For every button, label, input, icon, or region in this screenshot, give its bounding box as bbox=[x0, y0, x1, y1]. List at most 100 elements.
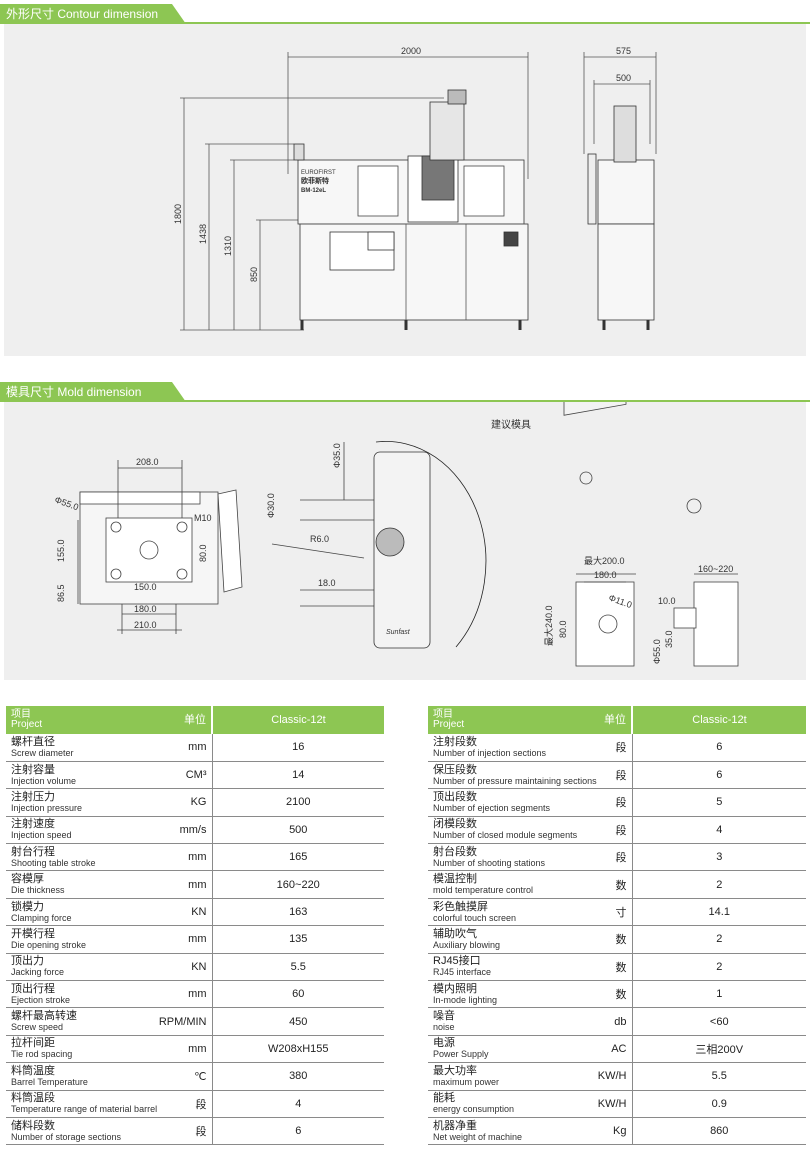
dim-height-1310: 1310 bbox=[223, 236, 233, 256]
param-name-en: colorful touch screen bbox=[433, 912, 517, 923]
param-value: 14.1 bbox=[631, 898, 806, 927]
param-value: <60 bbox=[631, 1007, 806, 1036]
dim-d55: Φ55.0 bbox=[53, 494, 80, 512]
param-unit: 数 bbox=[615, 989, 627, 1002]
param-unit: 段 bbox=[615, 797, 627, 810]
dim-width: 2000 bbox=[401, 46, 421, 56]
control-panel-logo: Sunfast bbox=[386, 629, 411, 636]
param-name-en: Number of storage sections bbox=[11, 1131, 122, 1142]
param-unit: 段 bbox=[615, 824, 627, 837]
param-unit: KW/H bbox=[597, 1070, 627, 1083]
suggest-mold-label: 建议模具 bbox=[491, 418, 531, 431]
param-unit: 数 bbox=[615, 961, 627, 974]
param-name-en: Injection pressure bbox=[11, 802, 83, 813]
param-unit: 段 bbox=[195, 1126, 207, 1139]
param-unit: mm bbox=[188, 933, 207, 946]
header-unit: 单位 bbox=[184, 714, 206, 726]
param-value: 1 bbox=[631, 980, 806, 1009]
param-name-zh: 机器净重 bbox=[433, 1119, 477, 1132]
param-unit: AC bbox=[611, 1042, 627, 1055]
param-value: 2100 bbox=[211, 788, 384, 817]
param-value: 4 bbox=[211, 1090, 384, 1118]
param-name-zh: 螺杆最高转速 bbox=[11, 1010, 77, 1023]
param-value: 0.9 bbox=[631, 1090, 806, 1118]
param-name-en: energy consumption bbox=[433, 1104, 515, 1115]
param-name-zh: 模内照明 bbox=[433, 982, 477, 995]
param-name-en: noise bbox=[433, 1022, 455, 1033]
param-name-zh: 能耗 bbox=[433, 1092, 455, 1105]
param-unit: Kg bbox=[613, 1125, 627, 1138]
param-name-en: Die thickness bbox=[11, 885, 65, 896]
param-name-en: Net weight of machine bbox=[433, 1131, 523, 1142]
param-unit: KW/H bbox=[597, 1097, 627, 1110]
param-name-en: Number of closed module segments bbox=[433, 830, 578, 841]
param-value: 450 bbox=[211, 1007, 384, 1036]
param-value: 860 bbox=[631, 1117, 806, 1146]
header-project-zh: 项目 bbox=[433, 709, 453, 720]
dim-max200: 最大200.0 bbox=[584, 555, 625, 566]
param-unit: mm bbox=[188, 878, 207, 891]
param-value: 6 bbox=[211, 1117, 384, 1146]
param-value: 160~220 bbox=[211, 870, 384, 899]
param-name-en: Ejection stroke bbox=[11, 994, 71, 1005]
dim-max240: 最大240.0 bbox=[543, 605, 554, 646]
header-project-zh: 项目 bbox=[11, 709, 31, 720]
param-name-zh: 料筒温度 bbox=[11, 1064, 55, 1077]
dim-h86: 86.5 bbox=[56, 584, 66, 602]
mold-drawing-panel: 建议模具 208.0 Φ55.0 M10 155.0 80.0 150.0 86… bbox=[4, 301, 806, 680]
contour-section-rule bbox=[0, 22, 810, 24]
contour-drawing-panel: 2000 575 500 1800 1438 1310 850 EUROFIRS… bbox=[4, 24, 806, 356]
param-value: 14 bbox=[211, 761, 384, 790]
param-name-zh: 顶出段数 bbox=[433, 790, 477, 803]
header-project-en: Project bbox=[11, 719, 43, 730]
param-value: 165 bbox=[211, 843, 384, 872]
param-name-zh: 彩色触摸屏 bbox=[433, 900, 488, 913]
dim-depth-outer: 575 bbox=[616, 46, 631, 56]
param-name-zh: 辅助吹气 bbox=[433, 927, 477, 940]
param-name-en: maximum power bbox=[433, 1076, 500, 1087]
param-value: 135 bbox=[211, 925, 384, 954]
param-value: 500 bbox=[211, 816, 384, 845]
dim-depth-inner: 500 bbox=[616, 73, 631, 83]
param-name-zh: 注射段数 bbox=[433, 735, 477, 748]
header-unit: 单位 bbox=[604, 714, 626, 726]
dim-m10: M10 bbox=[194, 513, 212, 523]
param-name-zh: 注射速度 bbox=[11, 818, 55, 831]
param-name-zh: 噪音 bbox=[433, 1010, 455, 1023]
dim-d55b: Φ55.0 bbox=[652, 639, 662, 664]
param-name-en: RJ45 interface bbox=[433, 967, 492, 978]
param-unit: 段 bbox=[615, 742, 627, 755]
param-name-en: Injection volume bbox=[11, 775, 77, 786]
param-unit: 段 bbox=[615, 770, 627, 783]
machine-brand: EUROFIRST bbox=[301, 170, 336, 176]
param-unit: KG bbox=[190, 796, 207, 809]
dim-l18: 18.0 bbox=[318, 578, 336, 588]
param-name-en: Clamping force bbox=[11, 912, 72, 923]
param-value: 6 bbox=[631, 761, 806, 790]
param-unit: RPM/MIN bbox=[158, 1015, 207, 1028]
dim-height-850: 850 bbox=[249, 267, 259, 282]
param-name-en: mold temperature control bbox=[433, 885, 534, 896]
param-name-zh: 射台段数 bbox=[433, 845, 477, 858]
param-unit: KN bbox=[191, 906, 207, 919]
